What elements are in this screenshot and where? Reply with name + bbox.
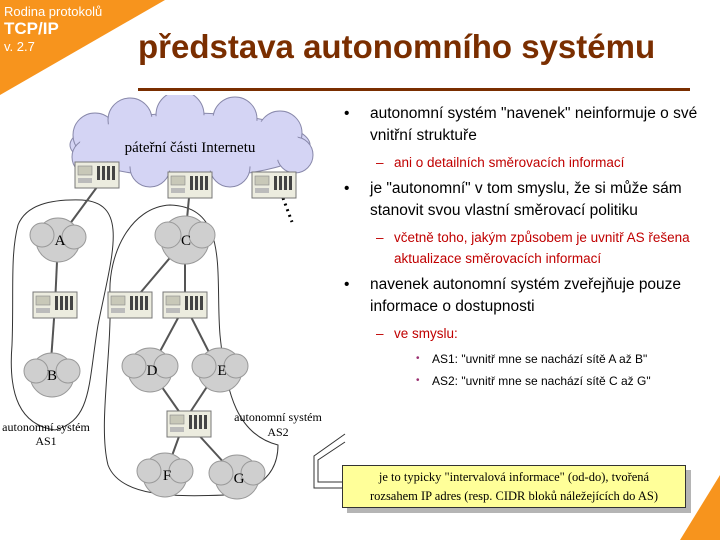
router-as2-center xyxy=(162,291,208,319)
network-diagram: páteřní části Internetu xyxy=(2,95,322,500)
callout-line1: je to typicky "intervalová informace" (o… xyxy=(378,470,650,484)
router-as1-internal xyxy=(32,291,78,319)
network-label-d: D xyxy=(147,363,158,379)
title-underline xyxy=(138,88,690,91)
network-label-e: E xyxy=(217,363,226,379)
router-backbone-other xyxy=(251,171,297,199)
network-label-a: A xyxy=(55,233,66,249)
bullet-subitem: –včetně toho, jakým způsobem je uvnitř A… xyxy=(376,230,690,266)
network-A xyxy=(29,217,87,263)
slide-title: představa autonomního systému xyxy=(138,28,656,65)
network-label-c: C xyxy=(181,233,191,249)
as1-label-line2: AS1 xyxy=(35,434,56,448)
network-E xyxy=(191,347,249,393)
ellipsis-link xyxy=(281,197,294,223)
network-label-g: G xyxy=(234,471,245,487)
backbone-cloud-label: páteřní části Internetu xyxy=(125,140,256,156)
as1-boundary xyxy=(10,199,114,431)
bullet-item: •je "autonomní" v tom smyslu, že si může… xyxy=(344,180,682,219)
badge-line-protocol: TCP/IP xyxy=(4,19,59,38)
callout-pointer xyxy=(313,433,346,489)
network-D xyxy=(121,347,179,393)
bullet-subsubitem: •AS1: "uvnitř mne se nachází sítě A až B… xyxy=(416,352,648,366)
bullet-item: •autonomní systém "navenek" neinformuje … xyxy=(344,105,698,144)
network-G xyxy=(208,454,266,500)
callout-line2: rozsahem IP adres (resp. CIDR bloků nále… xyxy=(369,489,658,503)
router-as2-left xyxy=(107,291,153,319)
bullet-item: •navenek autonomní systém zveřejňuje pou… xyxy=(344,276,682,315)
network-C xyxy=(154,215,216,265)
corner-badge: Rodina protokolů TCP/IP v. 2.7 xyxy=(0,0,165,95)
router-as2-lower xyxy=(166,410,212,438)
backbone-cloud xyxy=(69,95,314,188)
as1-label-line1: autonomní systém xyxy=(2,420,90,434)
bullet-subitem: –ani o detailních směrovacích informací xyxy=(376,155,625,170)
bullet-subsubitem: •AS2: "uvnitř mne se nachází sítě C až G… xyxy=(416,374,651,388)
bullet-list: •autonomní systém "navenek" neinformuje … xyxy=(340,103,712,393)
orange-corner-triangle xyxy=(0,0,165,95)
bullet-subitem: –ve smyslu: xyxy=(376,326,458,341)
badge-line-version: v. 2.7 xyxy=(4,39,35,54)
network-F xyxy=(136,452,194,498)
network-label-f: F xyxy=(163,468,171,484)
as2-label-line2: AS2 xyxy=(267,425,288,439)
callout-box: je to typicky "intervalová informace" (o… xyxy=(342,465,686,508)
badge-line-family: Rodina protokolů xyxy=(4,4,103,19)
router-backbone-as1 xyxy=(74,161,120,189)
as2-label-line1: autonomní systém xyxy=(234,410,322,424)
router-backbone-as2 xyxy=(167,171,213,199)
network-label-b: B xyxy=(47,368,57,384)
orange-bottom-corner xyxy=(680,475,720,540)
network-B xyxy=(23,352,81,398)
